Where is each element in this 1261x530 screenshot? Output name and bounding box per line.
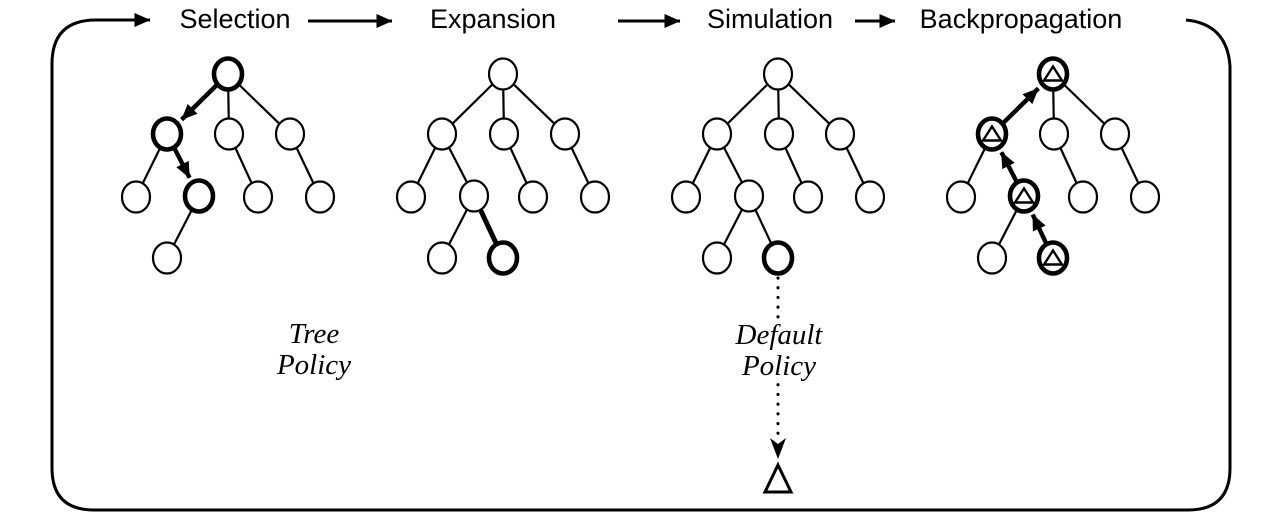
reward-triangle-icon [1041,248,1065,266]
tree-node-highlighted [150,116,184,152]
reward-triangle-icon [1012,186,1036,204]
tree-node-highlighted [182,178,216,214]
tree-node [762,57,794,91]
phase-label-expansion: Expansion [429,4,557,34]
tree-node [1099,117,1131,151]
tree-panel-selection [120,56,336,275]
tree-node-highlighted [761,240,795,276]
tree-node [763,117,795,151]
default-policy-line-2: Policy [741,350,817,382]
tree-node [824,117,856,151]
tree-panel-simulation [670,57,886,276]
tree-node [487,57,519,91]
tree-node-highlighted [1036,56,1070,92]
tree-node [854,180,886,214]
default-policy-label: Default Policy [731,319,827,382]
tree-node [549,117,581,151]
tree-node [426,117,458,151]
tree-node [488,117,520,151]
tree-policy-line-1: Tree [288,318,340,350]
tree-node [670,180,702,214]
default-policy-line-1: Default [735,319,823,351]
tree-policy-label: Tree Policy [272,318,356,381]
tree-node-highlighted [975,116,1009,152]
tree-node-highlighted [211,56,245,92]
tree-node [120,180,152,214]
phase-label-selection: Selection [179,4,291,34]
phase-label-backpropagation: Backpropagation [919,4,1123,34]
tree-node [701,241,733,275]
reward-triangle-icon [980,124,1004,142]
tree-panel-expansion [395,57,611,276]
tree-node-highlighted [1007,178,1041,214]
tree-node [792,180,824,214]
reward-triangle-icon [1041,64,1065,82]
tree-node [945,180,977,214]
tree-node [579,180,611,214]
cycle-border [50,13,1232,512]
rollout-arrowhead-icon [770,438,786,459]
tree-node [1067,180,1099,214]
tree-node [517,180,549,214]
tree-node [1129,180,1161,214]
tree-node [701,117,733,151]
tree-policy-line-2: Policy [276,349,352,381]
outcome-triangle-icon [762,461,794,494]
tree-node-highlighted [486,240,520,276]
tree-node [733,179,765,213]
tree-node [1038,117,1070,151]
tree-node [976,241,1008,275]
phase-label-simulation: Simulation [706,4,834,34]
tree-node [426,241,458,275]
tree-node [242,180,274,214]
tree-node [213,117,245,151]
tree-panel-backpropagation [945,56,1161,276]
tree-node [151,241,183,275]
tree-node [304,180,336,214]
tree-node [458,179,490,213]
tree-node [395,180,427,214]
tree-node [274,117,306,151]
tree-node-highlighted [1036,240,1070,276]
